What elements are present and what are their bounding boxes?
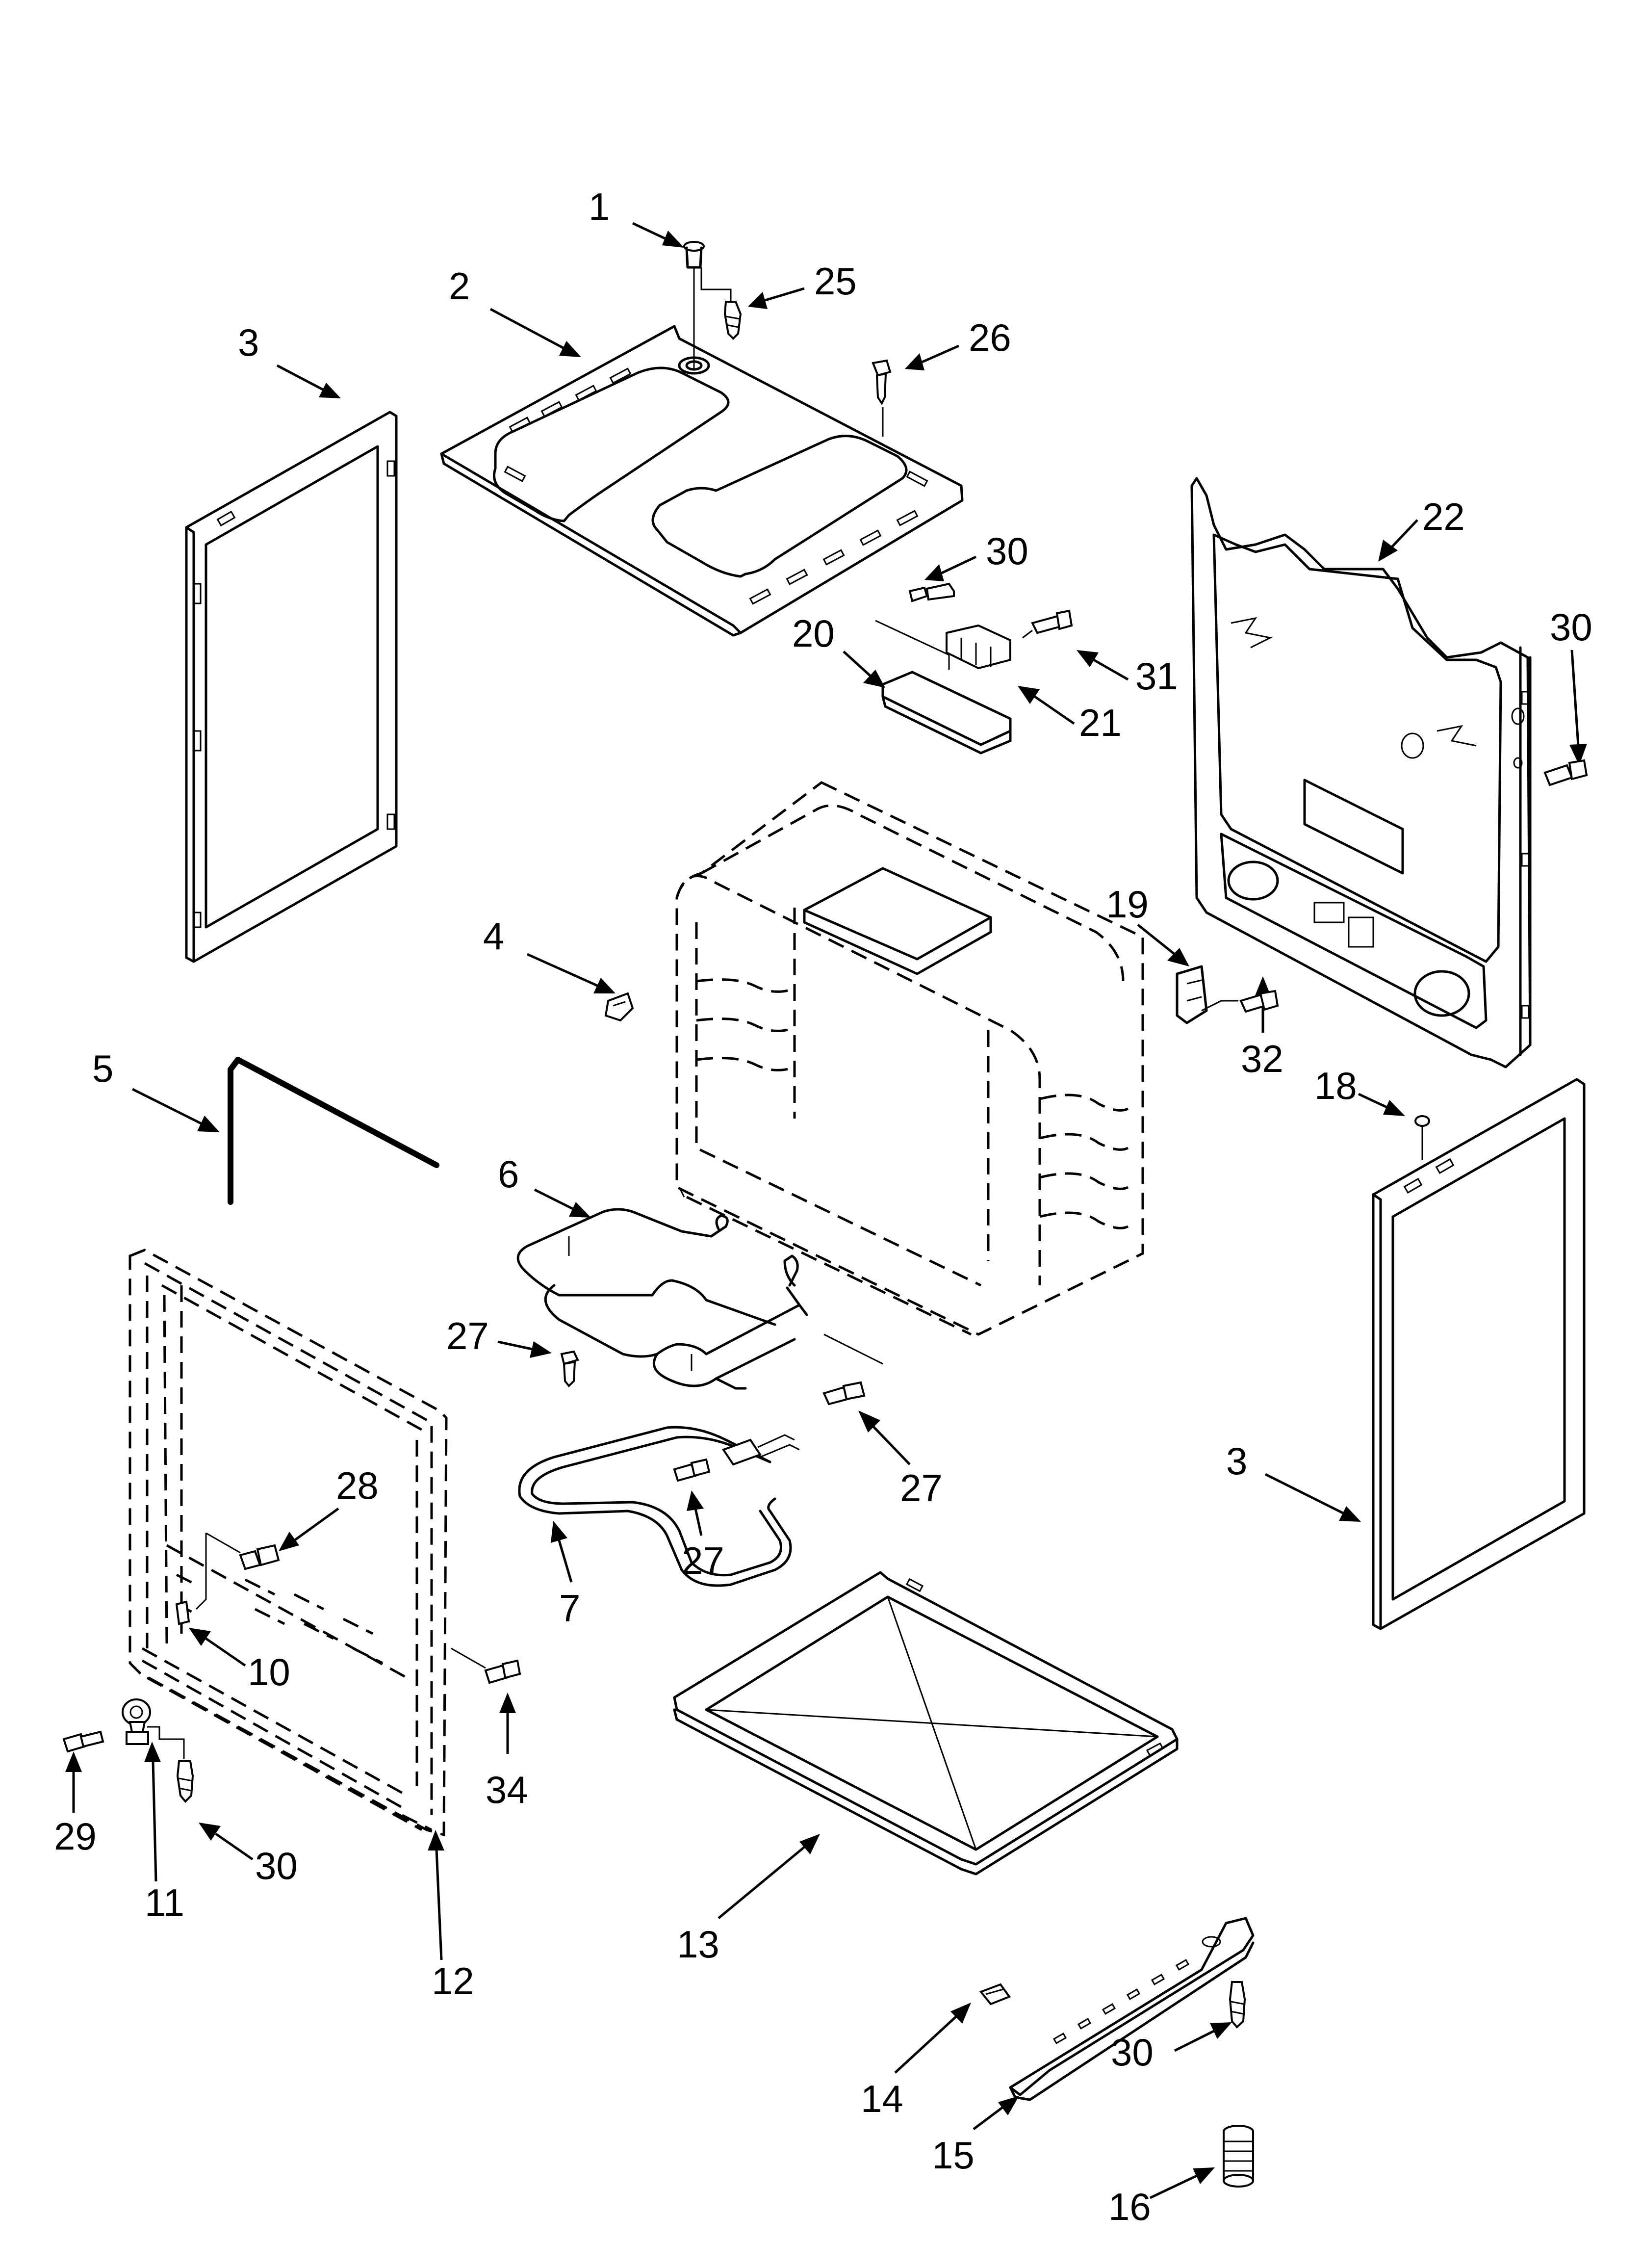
label-7: 7: [559, 1587, 580, 1630]
part-30-screw-bottom: [1229, 1981, 1246, 2029]
label-30-left: 30: [255, 1844, 298, 1887]
label-31: 31: [1135, 654, 1178, 698]
part-30-screw-left: [176, 1760, 194, 1803]
part-11-hinge-pin: [122, 1698, 185, 1759]
label-1: 1: [589, 185, 610, 228]
part-3-side-panel-right: [1372, 1078, 1586, 1630]
part-26-screw: [872, 359, 892, 437]
part-20-bracket: [875, 582, 1012, 755]
label-4: 4: [483, 914, 504, 958]
label-25: 25: [814, 260, 857, 303]
part-6-broil-element: [516, 1208, 883, 1390]
label-29: 29: [54, 1815, 97, 1858]
label-30-bottom: 30: [1111, 2031, 1154, 2074]
part-7-bake-element: [518, 1426, 800, 1587]
label-34: 34: [486, 1768, 528, 1811]
label-27-left: 27: [446, 1314, 489, 1357]
part-3-side-panel-left: [185, 411, 398, 963]
part-2-top-panel: [440, 325, 964, 637]
label-26: 26: [969, 316, 1011, 359]
part-16-leveling-leg: [1223, 2125, 1254, 2188]
part-21-terminal-block: [946, 609, 1073, 670]
label-11: 11: [145, 1881, 184, 1924]
part-25-screw: [700, 267, 742, 340]
part-27-screws: [560, 1350, 866, 1482]
label-32: 32: [1241, 1037, 1283, 1080]
label-6: 6: [498, 1152, 519, 1196]
part-34-screw: [451, 1647, 521, 1684]
label-30-top: 30: [986, 529, 1028, 573]
part-labels: 1 25 2 26 3 22 30 30 20 31 21 19 4 32 5 …: [54, 185, 1592, 2228]
label-30-right: 30: [1550, 605, 1592, 649]
label-28: 28: [336, 1464, 379, 1507]
label-2: 2: [449, 264, 470, 308]
label-21: 21: [1079, 701, 1122, 744]
part-1-screw: [683, 241, 705, 370]
label-18: 18: [1314, 1064, 1357, 1107]
label-27-right: 27: [900, 1466, 943, 1510]
label-10: 10: [248, 1650, 290, 1694]
label-19: 19: [1106, 883, 1149, 926]
part-19-bracket: [1176, 965, 1279, 1024]
label-13: 13: [677, 1923, 719, 1966]
part-22-rear-panel: [1190, 477, 1532, 1069]
label-3-left: 3: [238, 321, 259, 364]
part-14-clip: [979, 1983, 1011, 2006]
part-28-screw: [195, 1532, 280, 1610]
label-14: 14: [861, 2077, 903, 2120]
label-22: 22: [1422, 495, 1465, 538]
label-20: 20: [792, 612, 835, 655]
part-4-clip: [604, 992, 634, 1022]
part-10-clip: [175, 1600, 190, 1625]
leader-arrows: [65, 222, 1587, 2199]
part-30-screw-right: [1543, 759, 1588, 786]
part-15-bracket: [1009, 1917, 1255, 2101]
label-15: 15: [932, 2134, 975, 2177]
part-5-gasket: [228, 1057, 439, 1205]
label-3-right: 3: [1226, 1439, 1247, 1483]
label-5: 5: [92, 1047, 113, 1090]
oven-cavity-reference: [675, 781, 1144, 1336]
label-12: 12: [432, 1959, 474, 2003]
part-29-screw: [62, 1730, 104, 1753]
part-18-plug: [1414, 1115, 1430, 1160]
part-13-bottom-panel: [673, 1571, 1179, 1876]
part-12-front-frame: [128, 1249, 448, 1837]
label-16: 16: [1108, 2185, 1151, 2228]
